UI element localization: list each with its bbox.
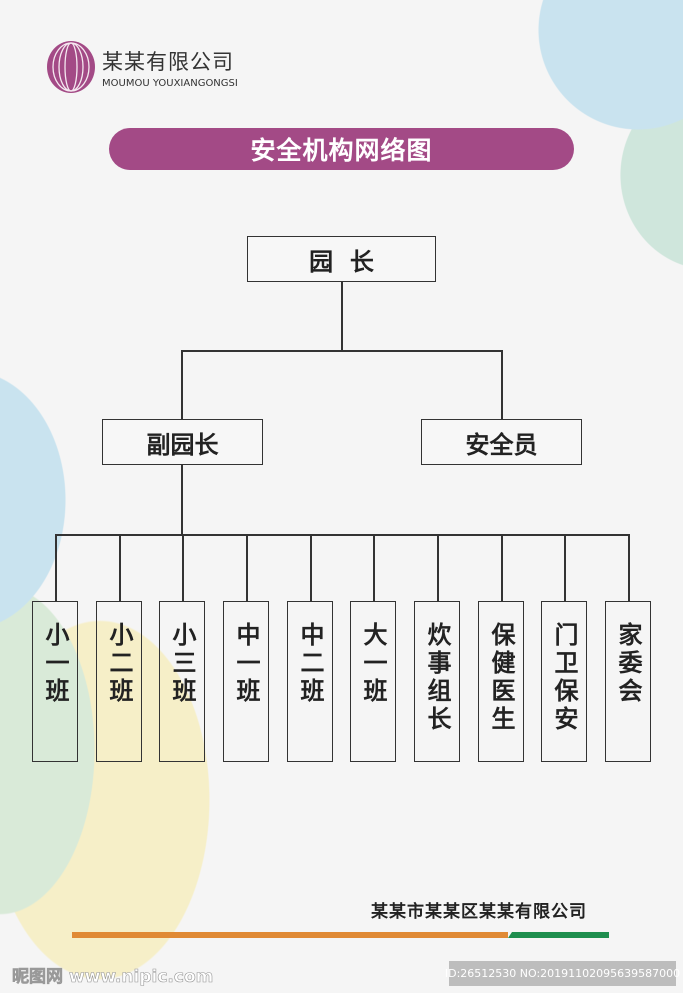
connector (181, 465, 183, 534)
node-unit: 炊事组长 (414, 601, 460, 762)
node-unit-label: 保健医生 (487, 622, 515, 734)
logo: 某某有限公司 MOUMOU YOUXIANGONGSI (46, 40, 238, 94)
connector (501, 350, 503, 419)
connector (55, 534, 57, 601)
connector (246, 534, 248, 601)
footer-line-green (508, 932, 609, 938)
node-unit-label: 门卫保安 (550, 622, 578, 734)
node-unit: 门卫保安 (541, 601, 587, 762)
connector (55, 534, 629, 536)
node-unit-label: 中一班 (232, 622, 260, 706)
node-safety-officer: 安全员 (421, 419, 582, 465)
connector (182, 534, 184, 601)
logo-name: 某某有限公司 (102, 49, 234, 74)
node-unit-label: 小二班 (105, 622, 133, 706)
node-unit-label: 中二班 (296, 622, 324, 706)
logo-subtitle: MOUMOU YOUXIANGONGSI (102, 77, 238, 89)
watermark-site: 昵图网 www.nipic.com (12, 967, 214, 988)
watermark-id: ID:26512530 NO:20191102095639587000 (445, 961, 680, 986)
connector (310, 534, 312, 601)
node-unit: 中一班 (223, 601, 269, 762)
node-unit: 小一班 (32, 601, 78, 762)
node-unit: 中二班 (287, 601, 333, 762)
node-unit: 小三班 (159, 601, 205, 762)
page-title: 安全机构网络图 (109, 128, 574, 170)
footer-line-orange (72, 932, 508, 938)
node-unit-label: 小一班 (41, 622, 69, 706)
node-unit-label: 家委会 (614, 622, 642, 706)
footer-company: 某某市某某区某某有限公司 (371, 902, 587, 922)
connector (119, 534, 121, 601)
connector (181, 350, 502, 352)
connector (437, 534, 439, 601)
node-unit: 保健医生 (478, 601, 524, 762)
connector (341, 282, 343, 350)
node-director: 园 长 (247, 236, 436, 282)
node-unit-label: 炊事组长 (423, 622, 451, 734)
connector (628, 534, 630, 601)
node-unit: 家委会 (605, 601, 651, 762)
node-vice-director: 副园长 (102, 419, 263, 465)
connector (564, 534, 566, 601)
node-unit: 小二班 (96, 601, 142, 762)
connector (181, 350, 183, 419)
node-unit-label: 大一班 (359, 622, 387, 706)
node-unit-label: 小三班 (168, 622, 196, 706)
node-unit: 大一班 (350, 601, 396, 762)
connector (501, 534, 503, 601)
logo-icon (47, 41, 95, 93)
connector (373, 534, 375, 601)
